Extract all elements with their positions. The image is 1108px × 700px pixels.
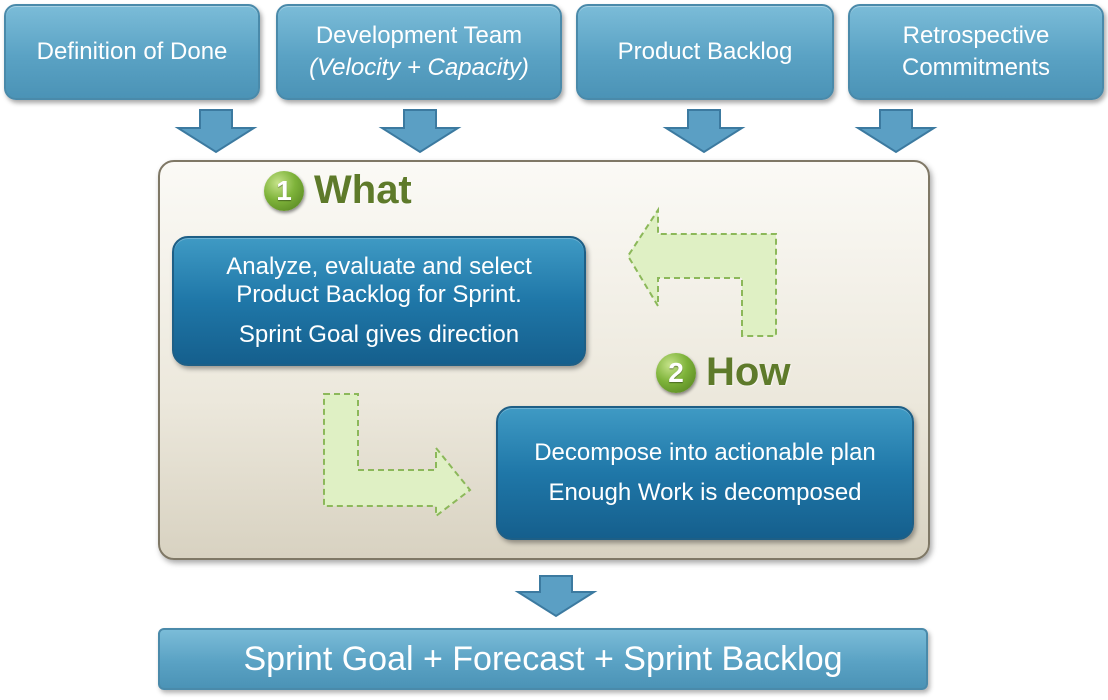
step-title: What [314, 168, 412, 212]
loop-arrow-forward-icon [323, 393, 472, 519]
input-box-product-backlog: Product Backlog [576, 4, 834, 100]
input-sublabel: (Velocity + Capacity) [309, 54, 529, 81]
what-description-box: Analyze, evaluate and select Product Bac… [172, 236, 586, 366]
what-line: Sprint Goal gives direction [238, 321, 520, 348]
step-number-badge: 2 [656, 352, 696, 393]
how-line: Enough Work is decomposed [548, 479, 862, 506]
input-label: Product Backlog [617, 38, 793, 65]
input-box-development-team: Development Team (Velocity + Capacity) [276, 4, 562, 100]
loop-arrow-back-icon [626, 206, 777, 337]
step-number-badge: 1 [264, 170, 304, 211]
step-how-heading: 2 How [656, 350, 790, 395]
down-arrow-icon [854, 109, 938, 154]
input-label: Development Team [315, 22, 523, 49]
down-arrow-icon [514, 575, 598, 618]
how-line: Decompose into actionable plan [534, 439, 876, 466]
down-arrow-icon [378, 109, 462, 154]
result-box: Sprint Goal + Forecast + Sprint Backlog [158, 628, 928, 690]
input-label: Retrospective [902, 22, 1050, 49]
how-description-box: Decompose into actionable plan Enough Wo… [496, 406, 914, 540]
down-arrow-icon [174, 109, 258, 154]
input-label: Definition of Done [36, 38, 228, 65]
step-what-heading: 1 What [264, 168, 412, 213]
what-line: Product Backlog for Sprint. [236, 281, 522, 308]
input-box-retrospective-commitments: Retrospective Commitments [848, 4, 1104, 100]
result-label: Sprint Goal + Forecast + Sprint Backlog [243, 639, 843, 678]
down-arrow-icon [662, 109, 746, 154]
what-line: Analyze, evaluate and select [226, 253, 532, 280]
input-box-definition-of-done: Definition of Done [4, 4, 260, 100]
input-sublabel: Commitments [901, 54, 1051, 81]
step-title: How [706, 350, 791, 394]
